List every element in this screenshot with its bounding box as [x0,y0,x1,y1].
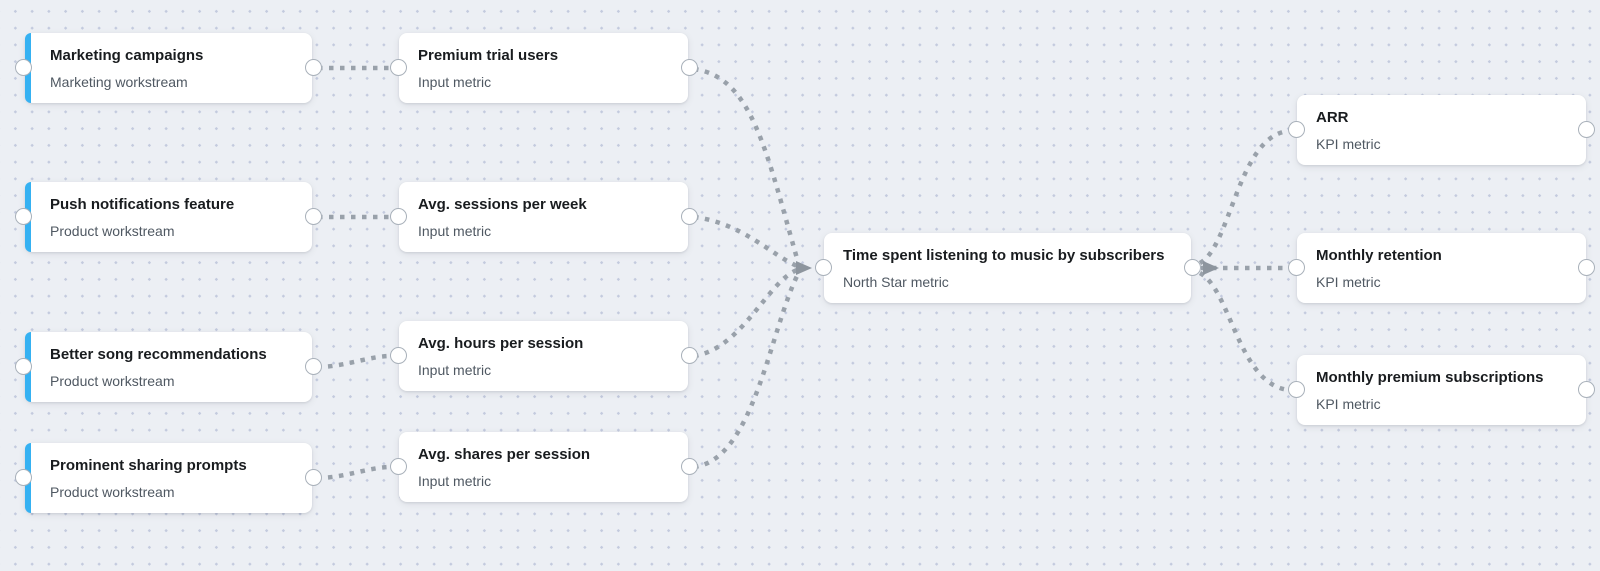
node-subtitle: KPI metric [1316,136,1381,152]
port-sharing-prompts-right[interactable] [305,469,322,486]
node-premium-trial-users[interactable]: Premium trial users Input metric [399,33,688,103]
port-avg-hours-right[interactable] [681,347,698,364]
node-title: Prominent sharing prompts [50,457,247,474]
port-better-song-left[interactable] [15,358,32,375]
node-avg-sessions-per-week[interactable]: Avg. sessions per week Input metric [399,182,688,252]
node-north-star-time-spent-listening[interactable]: Time spent listening to music by subscri… [824,233,1191,303]
node-title: Marketing campaigns [50,47,204,64]
node-subtitle: Product workstream [50,373,175,389]
node-subtitle: Input metric [418,223,492,239]
node-title: Better song recommendations [50,346,267,363]
port-monthly-premium-subs-left[interactable] [1288,381,1305,398]
port-monthly-retention-right[interactable] [1578,259,1595,276]
node-subtitle: Input metric [418,473,492,489]
port-avg-shares-left[interactable] [390,458,407,475]
port-monthly-premium-subs-right[interactable] [1578,381,1595,398]
node-push-notifications-feature[interactable]: Push notifications feature Product works… [25,182,312,252]
port-monthly-retention-left[interactable] [1288,259,1305,276]
edge-avg-hours-north-star[interactable] [693,267,798,359]
node-subtitle: Product workstream [50,223,175,239]
edge-avg-sessions-north-star[interactable] [693,214,798,269]
node-monthly-retention[interactable]: Monthly retention KPI metric [1297,233,1586,303]
node-title: Monthly premium subscriptions [1316,369,1544,386]
node-subtitle: North Star metric [843,274,949,290]
node-title: Push notifications feature [50,196,235,213]
arrowhead-into-north-star [796,261,812,275]
port-north-star-right[interactable] [1184,259,1201,276]
edge-north-star-arr[interactable] [1198,128,1289,265]
node-avg-hours-per-session[interactable]: Avg. hours per session Input metric [399,321,688,391]
node-avg-shares-per-session[interactable]: Avg. shares per session Input metric [399,432,688,502]
node-better-song-recommendations[interactable]: Better song recommendations Product work… [25,332,312,402]
port-marketing-campaigns-right[interactable] [305,59,322,76]
node-subtitle: KPI metric [1316,396,1381,412]
port-avg-hours-left[interactable] [390,347,407,364]
port-premium-trial-left[interactable] [390,59,407,76]
node-subtitle: KPI metric [1316,274,1381,290]
node-title: Avg. hours per session [418,335,584,352]
port-arr-right[interactable] [1578,121,1595,138]
port-push-notifications-right[interactable] [305,208,322,225]
node-title: ARR [1316,109,1349,126]
port-north-star-left[interactable] [815,259,832,276]
node-subtitle: Input metric [418,362,492,378]
arrowhead-out-of-north-star [1203,261,1219,275]
port-arr-left[interactable] [1288,121,1305,138]
port-premium-trial-right[interactable] [681,59,698,76]
node-arr[interactable]: ARR KPI metric [1297,95,1586,165]
node-monthly-premium-subscriptions[interactable]: Monthly premium subscriptions KPI metric [1297,355,1586,425]
node-subtitle: Product workstream [50,484,175,500]
node-title: Avg. sessions per week [418,196,587,213]
port-better-song-right[interactable] [305,358,322,375]
port-avg-sessions-right[interactable] [681,208,698,225]
edge-better-song-avg-hours[interactable] [316,353,393,370]
edge-avg-shares-north-star[interactable] [693,272,801,470]
port-avg-sessions-left[interactable] [390,208,407,225]
node-title: Avg. shares per session [418,446,591,463]
edge-sharing-prompts-avg-shares[interactable] [316,464,393,481]
edge-north-star-monthly-premium-subs[interactable] [1198,271,1289,393]
node-marketing-campaigns[interactable]: Marketing campaigns Marketing workstream [25,33,312,103]
node-title: Monthly retention [1316,247,1442,264]
port-push-notifications-left[interactable] [15,208,32,225]
port-sharing-prompts-left[interactable] [15,469,32,486]
node-title: Time spent listening to music by subscri… [843,247,1165,264]
port-marketing-campaigns-left[interactable] [15,59,32,76]
node-title: Premium trial users [418,47,559,64]
edge-premium-trial-north-star[interactable] [693,66,801,263]
node-subtitle: Marketing workstream [50,74,188,90]
node-subtitle: Input metric [418,74,492,90]
port-avg-shares-right[interactable] [681,458,698,475]
node-prominent-sharing-prompts[interactable]: Prominent sharing prompts Product workst… [25,443,312,513]
